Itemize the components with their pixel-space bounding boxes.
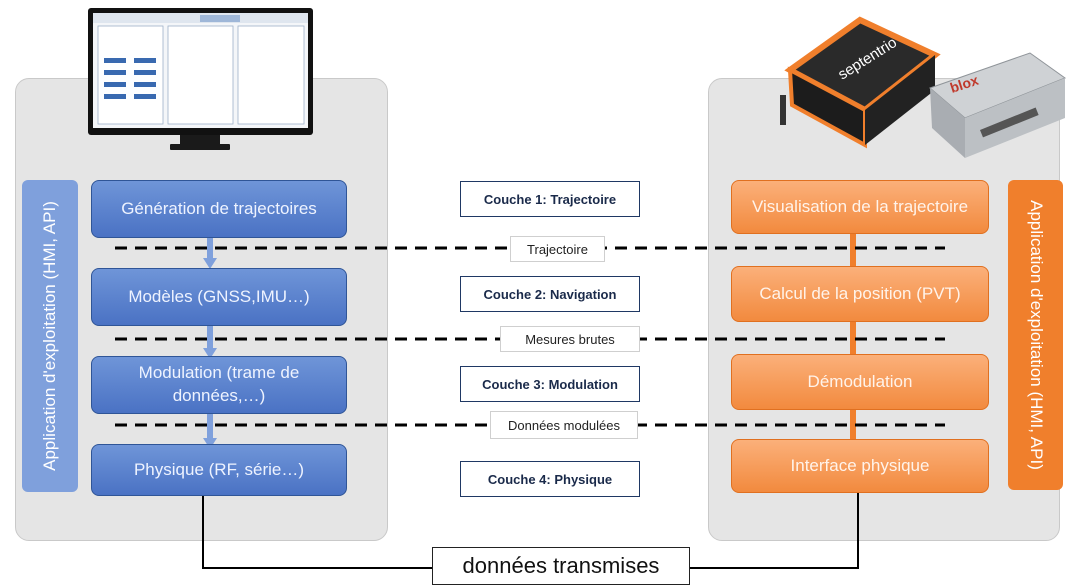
demodulation-box: Démodulation xyxy=(731,354,989,410)
layer-3-box: Couche 3: Modulation xyxy=(460,366,640,402)
physical-box: Physique (RF, série…) xyxy=(91,444,347,496)
position-calculation-box: Calcul de la position (PVT) xyxy=(731,266,989,322)
models-box: Modèles (GNSS,IMU…) xyxy=(91,268,347,326)
layer-4-box: Couche 4: Physique xyxy=(460,461,640,497)
layer-2-box: Couche 2: Navigation xyxy=(460,276,640,312)
left-application-label: Application d'exploitation (HMI, API) xyxy=(22,180,78,492)
ublox-receiver-image: blox xyxy=(929,52,1067,158)
septentrio-receiver-image: septentrio xyxy=(780,16,941,149)
trajectory-visualization-box: Visualisation de la trajectoire xyxy=(731,180,989,234)
modulation-box: Modulation (trame de données,…) xyxy=(91,356,347,414)
monitor-screenshot xyxy=(88,8,313,150)
physical-interface-box: Interface physique xyxy=(731,439,989,493)
right-application-label: Application d'exploitation (HMI, API) xyxy=(1008,180,1063,490)
trajectory-generation-box: Génération de trajectoires xyxy=(91,180,347,238)
transmitted-data-label: données transmises xyxy=(432,547,690,585)
left-stack-arrows xyxy=(203,225,217,449)
link-label-modulated-data: Données modulées xyxy=(490,411,638,439)
link-label-raw-measurements: Mesures brutes xyxy=(500,326,640,352)
layer-1-box: Couche 1: Trajectoire xyxy=(460,181,640,217)
link-label-trajectory: Trajectoire xyxy=(510,236,605,262)
